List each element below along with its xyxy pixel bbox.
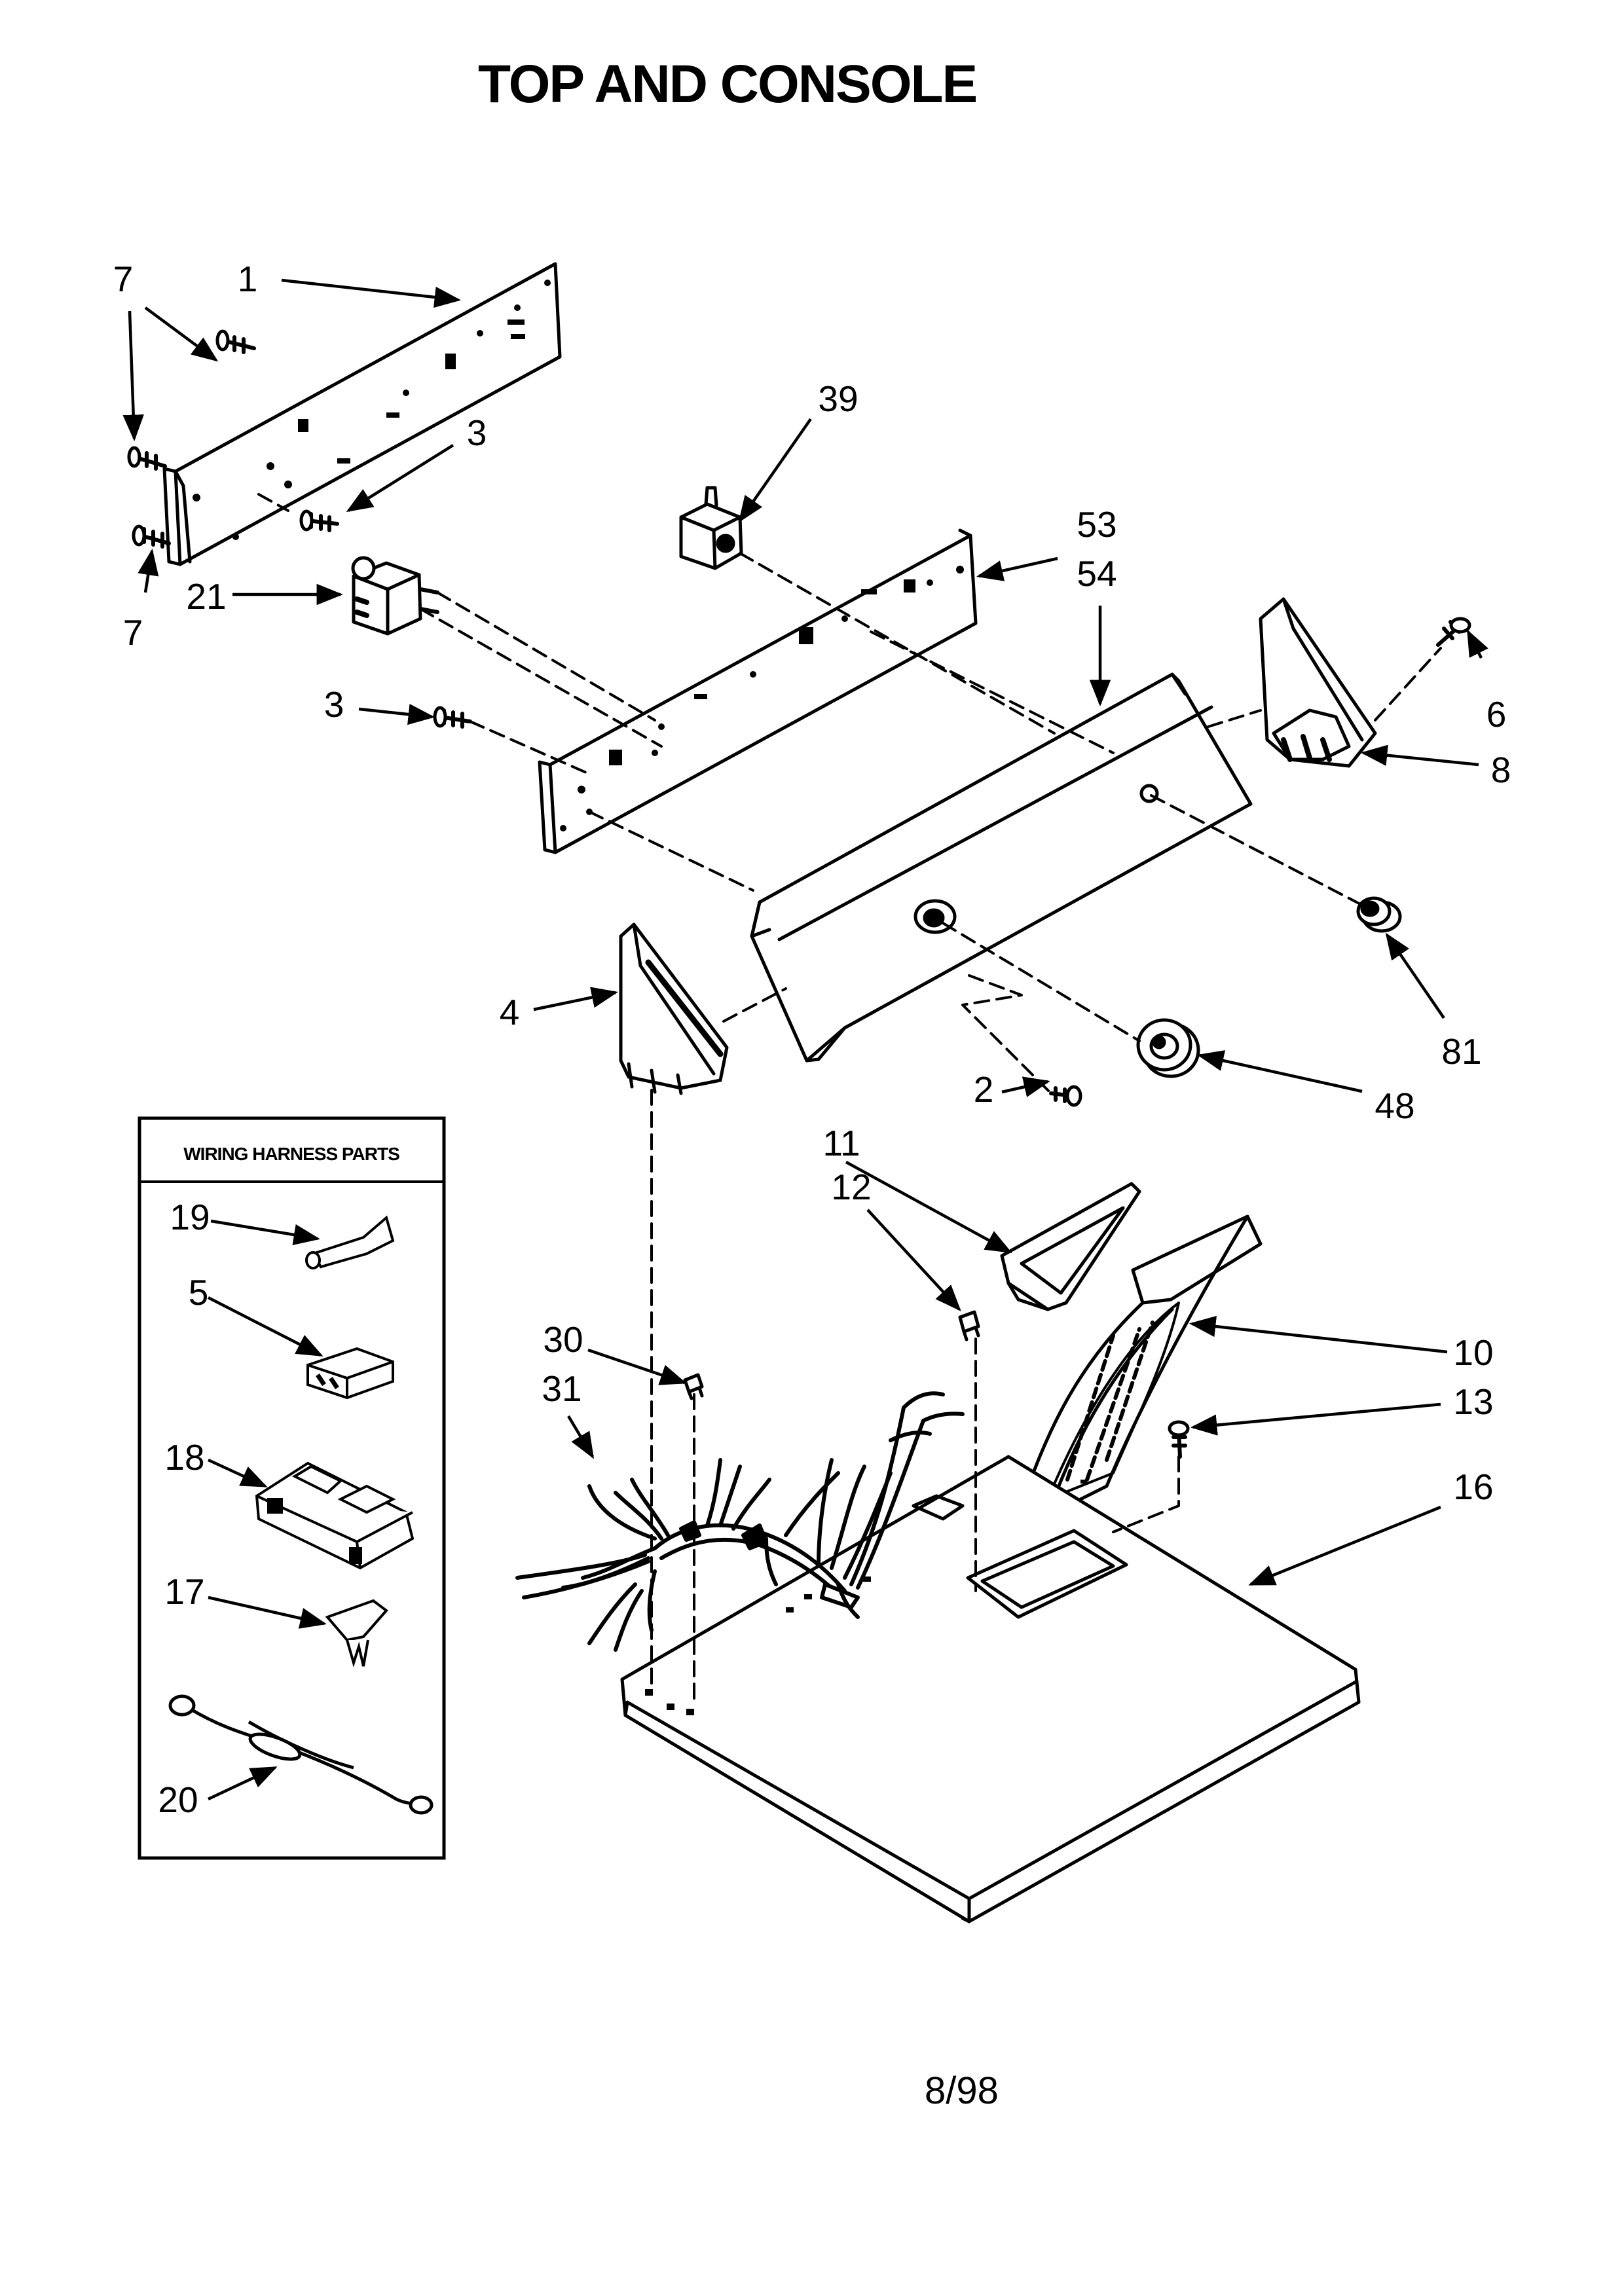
part-4-left-end-cap — [619, 922, 729, 1095]
callout-18: 18 — [164, 1437, 204, 1478]
callout-81: 81 — [1441, 1031, 1481, 1072]
part-81-knob — [1356, 896, 1402, 933]
part-19-terminal — [305, 1215, 395, 1269]
callout-2: 2 — [974, 1069, 994, 1110]
callout-1: 1 — [238, 259, 258, 299]
part-5-connector — [306, 1347, 394, 1400]
callout-11: 11 — [822, 1123, 860, 1163]
callout-4: 4 — [500, 992, 520, 1032]
part-30-clip — [683, 1373, 704, 1400]
part-53-control-panel — [538, 528, 978, 854]
leader-arrows — [122, 278, 1488, 1801]
callout-20: 20 — [158, 1779, 198, 1820]
part-16-top-panel — [620, 1455, 1361, 1923]
part-8-right-end-cap — [1259, 597, 1377, 768]
assembly-guide-lines — [257, 493, 1442, 1704]
callout-30: 30 — [543, 1319, 583, 1360]
callout-54: 54 — [1077, 553, 1116, 594]
part-11-filter-cover — [1000, 1182, 1141, 1311]
inset-box-frame — [138, 1116, 446, 1860]
callout-39: 39 — [818, 378, 858, 419]
callout-5: 5 — [189, 1272, 209, 1313]
callout-19: 19 — [170, 1197, 210, 1237]
part-48-knob — [1136, 1018, 1200, 1078]
callout-16: 16 — [1453, 1467, 1493, 1507]
callout-7: 7 — [113, 259, 134, 299]
part-31-wiring-harness — [515, 1391, 965, 1652]
inset-box-title: WIRING HARNESS PARTS — [183, 1144, 399, 1164]
callout-21: 21 — [186, 576, 226, 617]
wiring-harness-inset: WIRING HARNESS PARTS — [138, 1116, 446, 1860]
callout-31: 31 — [542, 1368, 581, 1409]
part-18-connector-block — [255, 1461, 415, 1570]
page-number: 8/98 — [925, 2069, 999, 2112]
part-17-clip — [325, 1599, 388, 1667]
callout-53: 53 — [1077, 504, 1116, 545]
page-title: TOP AND CONSOLE — [478, 54, 978, 114]
part-12-clip — [958, 1310, 980, 1341]
callout-13: 13 — [1453, 1381, 1493, 1422]
callout-3: 3 — [467, 412, 487, 453]
callout-48: 48 — [1375, 1085, 1414, 1126]
callout-10: 10 — [1453, 1332, 1493, 1373]
screws — [127, 329, 1471, 1459]
callout-7: 7 — [123, 612, 143, 653]
callout-6: 6 — [1486, 694, 1507, 735]
part-54-console — [750, 672, 1253, 1063]
callout-8: 8 — [1491, 750, 1511, 790]
callout-17: 17 — [164, 1571, 204, 1612]
part-21-timer — [351, 556, 439, 636]
part-39-switch — [679, 486, 743, 570]
callout-labels: 1 7 7 3 21 3 39 53 54 6 8 4 2 48 81 11 1… — [113, 259, 1511, 1820]
part-20-cord — [168, 1694, 434, 1815]
callout-12: 12 — [831, 1167, 871, 1207]
callout-3: 3 — [324, 684, 344, 725]
part-1-control-panel-bracket — [162, 262, 562, 566]
